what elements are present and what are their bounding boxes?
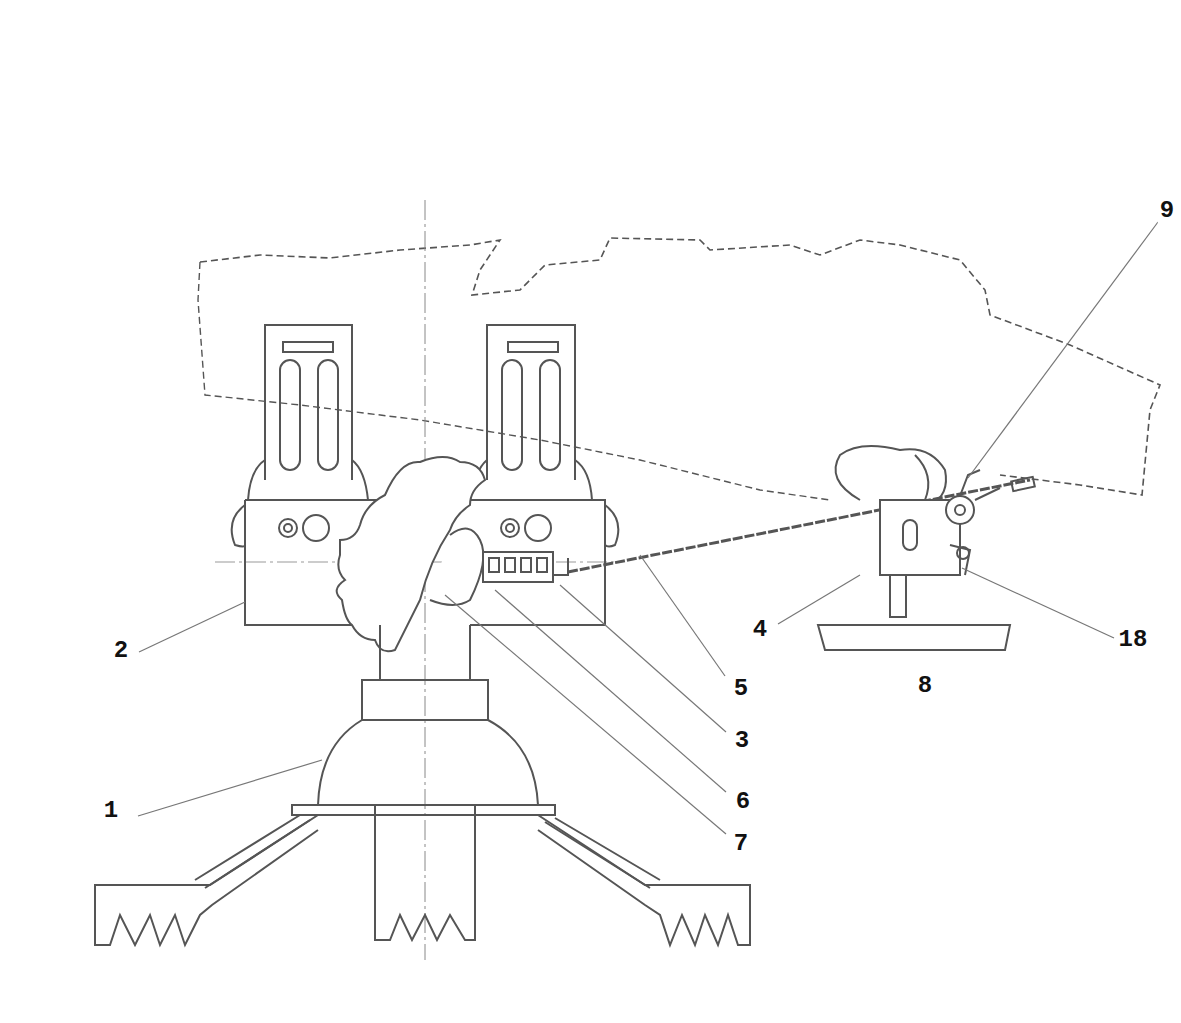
callout-number: 18	[1117, 627, 1150, 653]
callout-number: 3	[733, 728, 751, 754]
callout-number: 8	[916, 673, 934, 699]
callout-number: 1	[102, 798, 120, 824]
callout-number: 2	[112, 638, 130, 664]
callout-number: 4	[751, 617, 769, 643]
callout-number: 5	[732, 676, 750, 702]
callout-number: 7	[732, 831, 750, 857]
callout-number: 9	[1158, 198, 1176, 224]
callout-number: 6	[734, 789, 752, 815]
